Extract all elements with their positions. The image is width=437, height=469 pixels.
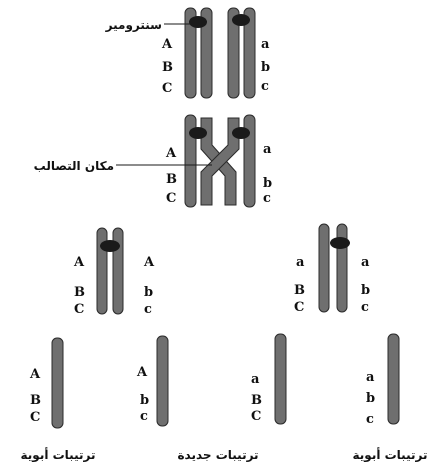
chromatid	[274, 333, 287, 425]
allele-label: a	[366, 370, 375, 385]
allele-label: a	[361, 255, 370, 270]
allele-label: A	[143, 255, 155, 270]
chromatid	[387, 333, 400, 425]
gamete-1: A B C	[29, 337, 64, 429]
allele-label: c	[261, 79, 269, 94]
chromatid	[227, 7, 240, 99]
stage-3-right-chromosome: a B C a b c	[294, 223, 370, 315]
stage-1-homologous-pair: سنترومير A B C a b c	[105, 7, 270, 99]
allele-label: C	[294, 300, 304, 315]
allele-label: a	[263, 142, 272, 157]
allele-label: b	[140, 393, 149, 408]
centromere	[189, 16, 207, 28]
allele-label: C	[30, 410, 40, 425]
allele-label: B	[30, 393, 41, 408]
allele-label: c	[144, 302, 152, 317]
allele-label: B	[162, 60, 173, 75]
allele-label: B	[251, 393, 262, 408]
centromere	[330, 237, 350, 249]
allele-label: A	[161, 37, 173, 52]
stage-3-left-chromosome: A B C A b c	[73, 227, 155, 317]
centromere-label: سنترومير	[105, 18, 162, 33]
allele-label: B	[74, 285, 85, 300]
chromatid	[184, 7, 197, 99]
allele-label: b	[261, 60, 270, 75]
allele-label: a	[251, 372, 260, 387]
allele-label: B	[166, 172, 177, 187]
allele-label: C	[162, 81, 172, 96]
gamete-2: A b c	[136, 335, 169, 427]
allele-label: c	[140, 409, 148, 424]
allele-label: b	[263, 176, 272, 191]
chromatid	[318, 223, 330, 313]
allele-label: c	[361, 300, 369, 315]
centromere	[100, 240, 120, 252]
allele-label: c	[366, 412, 374, 427]
centromere	[189, 127, 207, 139]
chromatid	[243, 7, 256, 99]
allele-label: B	[294, 283, 305, 298]
allele-label: C	[74, 302, 84, 317]
centromere	[232, 14, 250, 26]
crossover-site-label: مكان التصالب	[34, 159, 114, 173]
allele-label: c	[263, 191, 271, 206]
recombinant-arrangements-caption: ترتيبات جديدة	[177, 448, 258, 462]
centromere	[232, 127, 250, 139]
allele-label: A	[136, 365, 148, 380]
chromatid	[156, 335, 169, 427]
parental-arrangements-caption: ترتيبات أبوية	[21, 447, 96, 463]
allele-label: a	[296, 255, 305, 270]
stage-2-crossing-over: مكان التصالب A B C a b c	[34, 114, 272, 208]
gamete-4: a b c	[366, 333, 400, 427]
allele-label: b	[144, 285, 153, 300]
chromatid	[243, 114, 256, 208]
allele-label: b	[366, 391, 375, 406]
allele-label: A	[165, 146, 177, 161]
allele-label: C	[166, 191, 176, 206]
allele-label: A	[29, 367, 41, 382]
allele-label: b	[361, 283, 370, 298]
chromatid	[51, 337, 64, 429]
gamete-3: a B C	[251, 333, 287, 425]
allele-label: a	[261, 37, 270, 52]
allele-label: A	[73, 255, 85, 270]
allele-label: C	[251, 409, 261, 424]
parental-arrangements-caption: ترتيبات أبوية	[353, 447, 428, 463]
chromatid	[200, 7, 213, 99]
